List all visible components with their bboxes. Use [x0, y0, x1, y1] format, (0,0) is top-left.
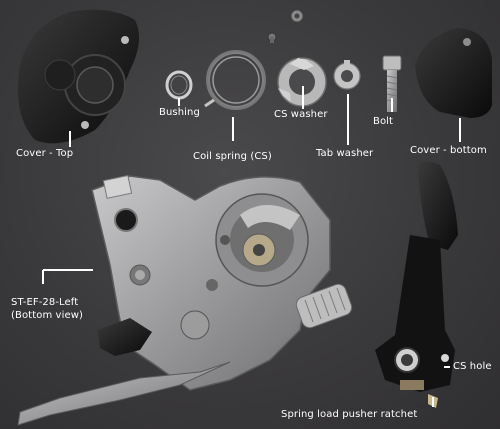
pusher-lever-part [375, 161, 458, 408]
label-bolt: Bolt [373, 116, 394, 127]
bushing-part [165, 70, 193, 100]
tab-washer-part [333, 60, 361, 90]
label-coil-spring: Coil spring (CS) [193, 151, 272, 162]
bolt-part [382, 55, 402, 112]
label-cs-washer: CS washer [274, 109, 328, 120]
label-shifter-line2: (Bottom view) [11, 310, 83, 321]
small-screws [267, 9, 304, 43]
label-cover-top: Cover - Top [16, 148, 74, 159]
label-tab-washer: Tab washer [316, 148, 374, 159]
label-shifter-line1: ST-EF-28-Left [11, 297, 79, 308]
cs-washer-part [277, 57, 327, 107]
coil-spring-part [204, 50, 266, 110]
leader-lines [42, 86, 461, 407]
label-bushing: Bushing [159, 107, 200, 118]
label-cs-hole: CS hole [453, 361, 492, 372]
cover-bottom-part [415, 28, 492, 118]
cover-top-part [17, 9, 139, 144]
label-pusher-ratchet: Spring load pusher ratchet [281, 409, 418, 420]
label-cover-bottom: Cover - bottom [410, 145, 487, 156]
shifter-body-part [17, 174, 353, 426]
